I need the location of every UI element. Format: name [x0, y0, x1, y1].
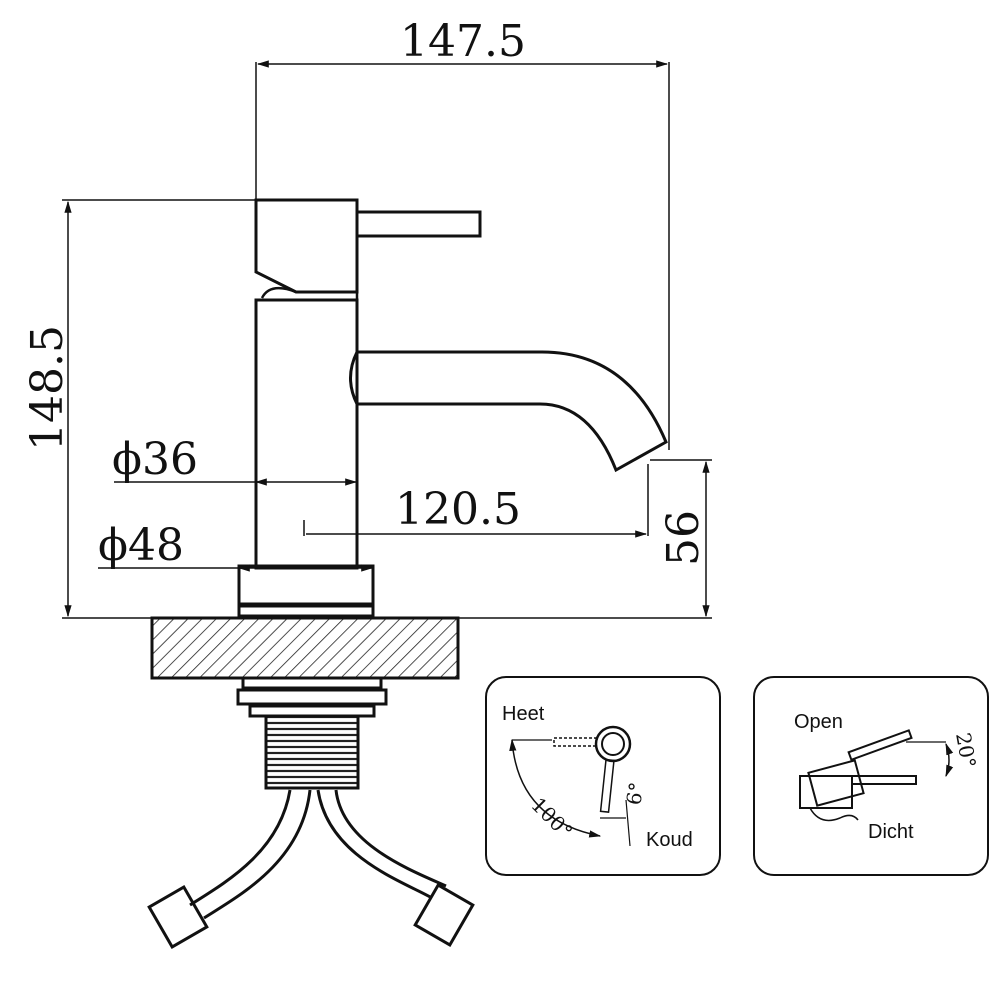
body-outline [809, 807, 859, 822]
open-lever [847, 729, 913, 762]
handle-cap [260, 286, 359, 302]
lift-angle-arc [945, 742, 954, 778]
threaded-shank [264, 714, 360, 790]
hose-nut-right [413, 883, 475, 947]
dimension-lines [62, 60, 712, 619]
countertop-section [150, 616, 460, 680]
spout-height-label: 56 [658, 510, 709, 566]
open-label: Open [794, 711, 843, 733]
handle-block [254, 198, 359, 294]
rotation-arc [509, 738, 602, 838]
offset-angle-label: 6° [621, 780, 649, 807]
faucet-body [237, 198, 668, 618]
mounting-hardware [236, 676, 388, 790]
temperature-control-panel: Heet Koud 100° 6° [485, 676, 721, 876]
main-column [254, 298, 359, 570]
closed-lever [851, 775, 917, 785]
handle-lever [357, 210, 482, 238]
spout-joint [349, 351, 359, 405]
base-diameter-label: ϕ48 [98, 520, 184, 571]
body-diameter-label: ϕ36 [112, 434, 198, 485]
base-ring [237, 564, 375, 608]
total-width-label: 147.5 [400, 16, 526, 67]
hot-label: Heet [502, 703, 545, 725]
closed-label: Dicht [868, 821, 914, 843]
cold-label: Koud [646, 829, 693, 851]
spout-reach-label: 120.5 [395, 484, 521, 535]
base-ring-lower [237, 602, 375, 618]
supply-hoses [147, 789, 475, 949]
total-height-label: 148.5 [22, 325, 73, 451]
cold-lever-position [599, 758, 615, 813]
open-handle [807, 759, 865, 807]
spout [357, 350, 668, 473]
flow-control-panel: Open Dicht 20° [753, 676, 989, 876]
hose-nut-left [147, 885, 209, 949]
closed-handle [799, 775, 853, 809]
